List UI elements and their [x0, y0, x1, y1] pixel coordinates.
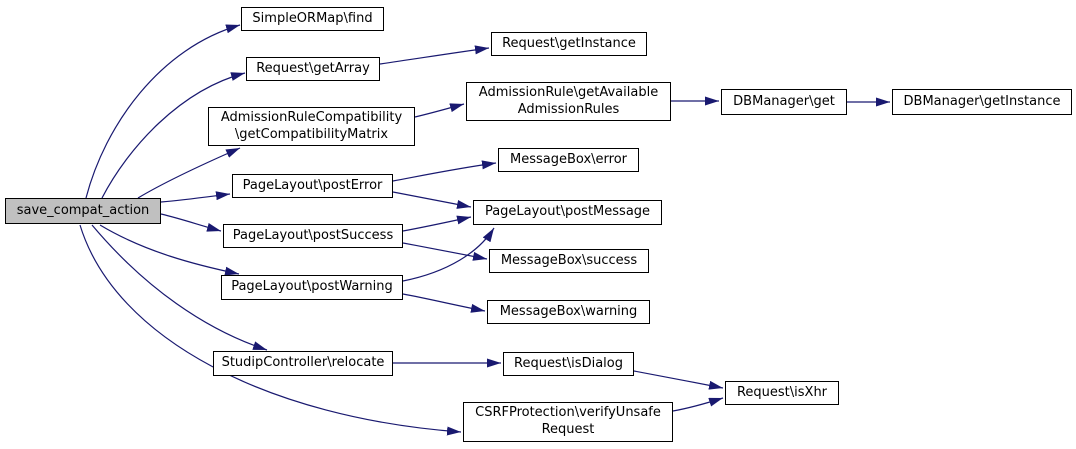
edge-root-to-postSuccess [160, 213, 222, 232]
node-label: PageLayout\postError [242, 177, 383, 193]
node-label: DBManager\get [733, 93, 835, 109]
node-label: DBManager\getInstance [903, 93, 1061, 109]
node-label: MessageBox\success [500, 252, 638, 268]
edge-postError-to-postMessage [392, 191, 472, 209]
node-label: MessageBox\error [510, 151, 627, 167]
node-messagebox-success[interactable]: MessageBox\success [489, 249, 649, 273]
edge-root-to-compatMatrix [137, 147, 241, 199]
edge-root-to-postWarning [99, 224, 240, 276]
node-label: PageLayout\postMessage [484, 204, 651, 220]
node-label: AdmissionRuleCompatibility [220, 109, 403, 125]
edge-root-to-verifyUnsafe [79, 224, 462, 436]
node-simpleormap-find[interactable]: SimpleORMap\find [241, 7, 384, 31]
node-dbmanager-get[interactable]: DBManager\get [721, 89, 847, 115]
node-label: Request\getInstance [502, 35, 636, 51]
node-request-getinstance[interactable]: Request\getInstance [491, 32, 647, 56]
node-pagelayout-posterror[interactable]: PageLayout\postError [232, 174, 393, 198]
node-pagelayout-postmessage[interactable]: PageLayout\postMessage [473, 200, 662, 225]
node-label: SimpleORMap\find [252, 10, 373, 26]
node-label: StudipController\relocate [221, 355, 385, 371]
edge-compatMatrix-to-availableRules [414, 103, 465, 118]
node-label: Request [541, 422, 595, 437]
edge-postError-to-mbError [392, 160, 497, 182]
node-label: PageLayout\postSuccess [232, 227, 394, 243]
node-admissionrulecompatibility-getcompatibilitymatrix[interactable]: AdmissionRuleCompatibility\getCompatibil… [208, 107, 415, 146]
node-label: Request\getArray [256, 60, 370, 76]
edge-root-to-find [85, 24, 241, 199]
node-messagebox-error[interactable]: MessageBox\error [498, 148, 639, 172]
node-save-compat-action: save_compat_action [5, 198, 161, 224]
edge-isDialog-to-isXhr [633, 370, 724, 390]
node-request-isdialog[interactable]: Request\isDialog [503, 352, 634, 376]
edge-postWarning-to-postMessage [402, 227, 495, 282]
node-studipcontroller-relocate[interactable]: StudipController\relocate [213, 351, 393, 376]
node-label: CSRFProtection\verifyUnsafe [475, 405, 661, 421]
node-pagelayout-postwarning[interactable]: PageLayout\postWarning [221, 275, 403, 300]
node-dbmanager-getinstance[interactable]: DBManager\getInstance [892, 89, 1072, 115]
node-label: save_compat_action [16, 202, 150, 218]
edge-getArray-to-getInstance [379, 45, 490, 65]
node-messagebox-warning[interactable]: MessageBox\warning [487, 300, 650, 324]
node-label: PageLayout\postWarning [231, 279, 393, 295]
node-request-isxhr[interactable]: Request\isXhr [725, 381, 839, 405]
edge-root-to-relocate [91, 224, 268, 351]
node-label: \getCompatibilityMatrix [234, 126, 389, 142]
edge-postSuccess-to-mbSuccess [402, 242, 488, 261]
node-label: Request\isDialog [514, 355, 623, 371]
edge-root-to-getArray [101, 72, 246, 199]
node-label: AdmissionRule\getAvailable [478, 84, 659, 100]
edge-postSuccess-to-postMessage [402, 215, 472, 232]
edge-verifyUnsafe-to-isXhr [672, 397, 724, 412]
node-pagelayout-postsuccess[interactable]: PageLayout\postSuccess [223, 224, 403, 248]
edge-postWarning-to-mbWarning [402, 293, 486, 313]
node-request-getarray[interactable]: Request\getArray [246, 57, 380, 81]
node-label: AdmissionRules [517, 101, 620, 117]
edge-root-to-postError [160, 191, 231, 203]
node-label: Request\isXhr [736, 384, 828, 400]
node-label: MessageBox\warning [499, 303, 638, 319]
